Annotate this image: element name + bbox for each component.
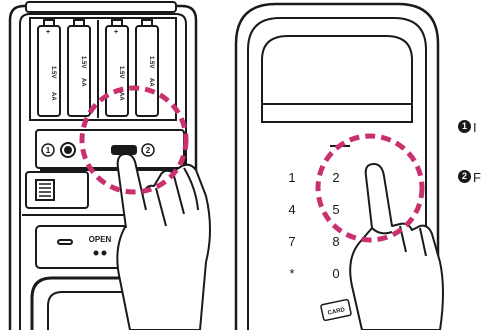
key-8[interactable]: 8: [332, 234, 339, 249]
key-star[interactable]: *: [289, 266, 294, 281]
battery-3-volt-label: 1.5V: [118, 66, 124, 78]
battery-4-volt-label: 1.5V: [148, 56, 154, 68]
key-5[interactable]: 5: [332, 202, 339, 217]
battery-3-plus: +: [114, 29, 118, 36]
callout-1-marker: 1: [42, 144, 54, 156]
key-0[interactable]: 0: [332, 266, 339, 281]
callout-2-marker: 2: [142, 144, 154, 156]
battery-3-type-label: AA: [118, 92, 124, 101]
key-1[interactable]: 1: [288, 170, 295, 185]
legend-2-number: 2: [458, 170, 471, 183]
key-2[interactable]: 2: [332, 170, 339, 185]
battery-1-type-label: AA: [50, 92, 56, 101]
legend-1-number: 1: [458, 120, 471, 133]
svg-text:1: 1: [46, 146, 51, 155]
key-4[interactable]: 4: [288, 202, 295, 217]
battery-2-type-label: AA: [80, 78, 86, 87]
battery-1-volt-label: 1.5V: [50, 66, 56, 78]
svg-text:2: 2: [146, 146, 151, 155]
legend-2-text: F: [473, 170, 481, 185]
battery-1-plus: +: [46, 29, 50, 36]
legend-1-text: I: [473, 120, 477, 135]
battery-4-type-label: AA: [148, 78, 154, 87]
key-7[interactable]: 7: [288, 234, 295, 249]
open-button-label: OPEN: [89, 235, 112, 244]
battery-2-volt-label: 1.5V: [80, 56, 86, 68]
